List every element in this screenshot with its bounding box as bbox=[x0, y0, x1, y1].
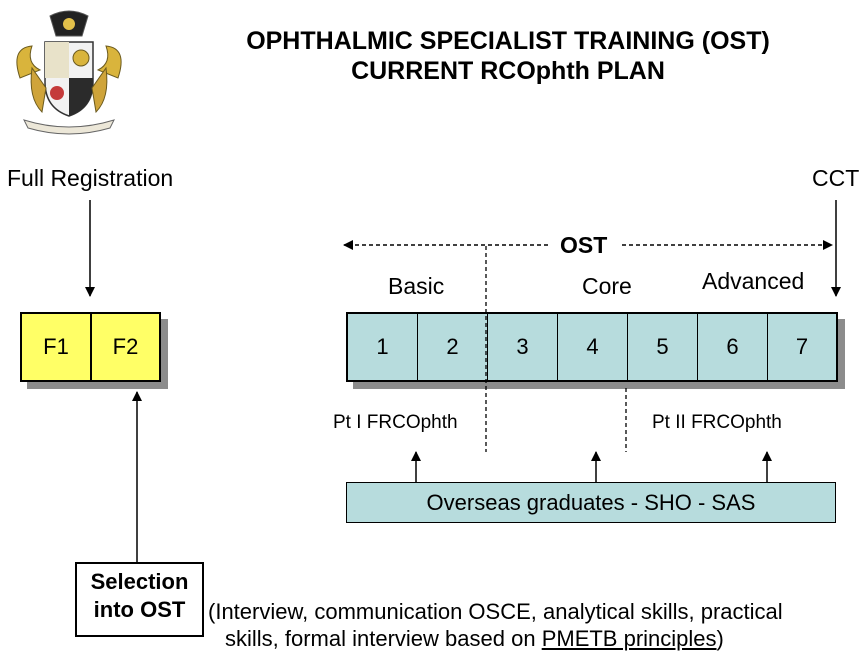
selection-note-line-2: skills, formal interview based on PMETB … bbox=[208, 625, 858, 652]
selection-note-line-1: (Interview, communication OSCE, analytic… bbox=[208, 599, 783, 624]
selection-note-prefix: skills, formal interview based on bbox=[225, 626, 542, 651]
full-registration-label: Full Registration bbox=[7, 165, 174, 191]
foundation-box-f1: F1 bbox=[22, 314, 92, 380]
title-line-1: OPHTHALMIC SPECIALIST TRAINING (OST) bbox=[246, 27, 770, 55]
selection-note: (Interview, communication OSCE, analytic… bbox=[208, 598, 858, 652]
year-1: 1 bbox=[348, 314, 418, 380]
selection-note-suffix: ) bbox=[716, 626, 724, 651]
cct-label: CCT bbox=[812, 165, 860, 191]
training-years-bar: 1 2 3 4 5 6 7 bbox=[346, 312, 838, 382]
year-5: 5 bbox=[628, 314, 698, 380]
year-2: 2 bbox=[418, 314, 488, 380]
year-7: 7 bbox=[795, 334, 809, 359]
foundation-box-f2: F2 bbox=[112, 334, 139, 359]
year-3: 3 bbox=[488, 314, 558, 380]
stage-advanced-label: Advanced bbox=[702, 268, 805, 294]
coat-of-arms-icon bbox=[10, 8, 128, 136]
year-6: 6 bbox=[698, 314, 768, 380]
overseas-graduates-bar: Overseas graduates - SHO - SAS bbox=[346, 482, 836, 523]
page-title: OPHTHALMIC SPECIALIST TRAINING (OST) CUR… bbox=[150, 26, 866, 86]
selection-line-2: into OST bbox=[93, 597, 186, 622]
selection-line-1: Selection bbox=[90, 569, 189, 594]
stage-core-label: Core bbox=[582, 273, 632, 299]
stage-basic-label: Basic bbox=[388, 273, 445, 299]
pmetb-principles-link[interactable]: PMETB principles bbox=[541, 626, 717, 651]
exam-part2-label: Pt II FRCOphth bbox=[652, 412, 782, 433]
exam-part1-label: Pt I FRCOphth bbox=[333, 412, 458, 433]
ost-label: OST bbox=[560, 232, 608, 258]
foundation-boxes: F1 F2 bbox=[20, 312, 161, 382]
title-line-2: CURRENT RCOphth PLAN bbox=[351, 57, 665, 85]
selection-box: Selection into OST bbox=[75, 562, 204, 637]
year-4: 4 bbox=[558, 314, 628, 380]
